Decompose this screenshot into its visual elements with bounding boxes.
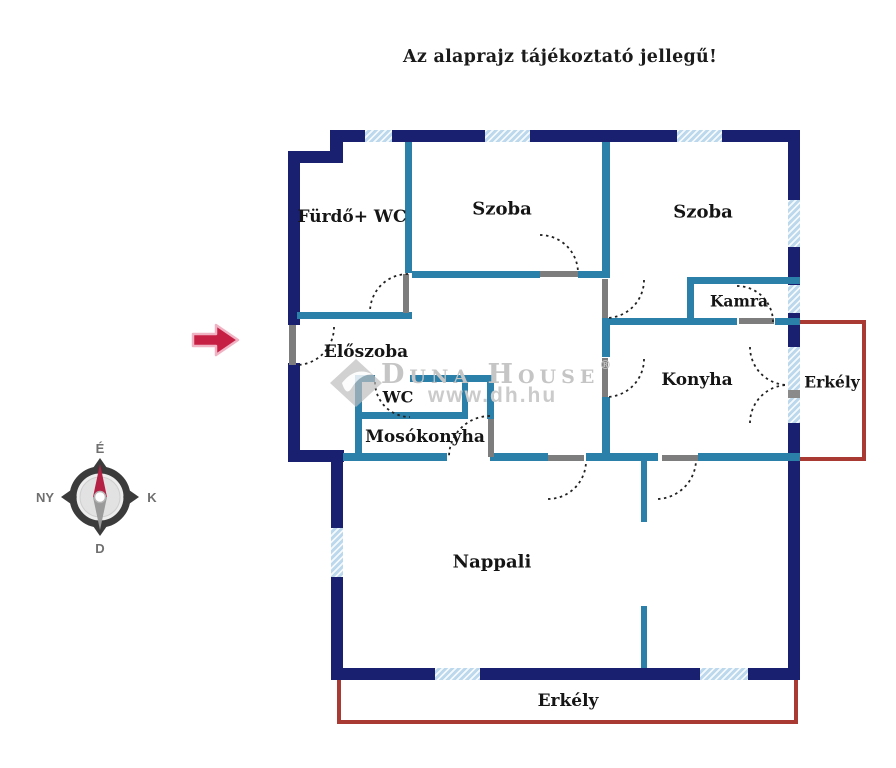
room-label-erkely-bottom: Erkély [537,691,599,711]
wall-segment [288,450,344,462]
wall-segment [641,606,647,668]
compass-label-east: K [147,490,157,505]
compass-label-north: É [96,441,105,456]
door-arc [605,279,645,319]
wall-segment [297,312,412,319]
watermark-registered-icon: ® [599,358,612,372]
balcony-outline [337,720,798,724]
door-arc [749,384,789,424]
watermark-logo [330,359,382,407]
wall-segment [487,375,494,419]
window [435,668,480,680]
wall-segment [288,363,300,462]
door-arc [605,358,645,398]
wall-segment [578,271,604,278]
wall-segment [462,380,468,417]
room-label-konyha: Konyha [661,370,733,390]
window [788,398,800,423]
door-leaf [488,419,494,457]
room-label-wc: WC [382,387,414,407]
door-leaf [403,274,409,313]
wall-segment [602,142,610,278]
room-label-nappali: Nappali [452,551,532,573]
watermark-brand: Duna House® [381,358,611,390]
wall-segment [331,577,343,680]
room-label-mosokonyha: Mosókonyha [365,427,485,447]
wall-segment [331,450,343,528]
wall-segment [775,318,800,325]
wall-segment [722,130,800,142]
balcony-outline [337,680,341,724]
compass-label-west: NY [36,490,54,505]
compass-rose: É D K NY [36,441,157,556]
wall-segment [602,318,610,357]
watermark-url: www.dh.hu [428,384,558,407]
wall-segment [687,277,800,284]
wall-segment [288,151,300,325]
door-leaf [662,455,698,461]
wall-segment [788,130,800,200]
door-leaf [548,455,584,461]
window [331,528,343,577]
door-arc [539,234,579,274]
room-label-eloszoba: Előszoba [323,342,409,362]
room-label-szoba-left: Szoba [472,198,532,220]
wall-segment [405,142,412,273]
door-arc [547,460,587,500]
wall-segment [412,271,540,278]
window [365,130,392,142]
door-leaf [602,358,608,397]
wall-segment [586,453,658,461]
wall-segment [288,151,343,163]
wall-segment [355,375,362,460]
balcony-outline [798,320,866,324]
door-leaf [289,325,296,365]
window [788,200,800,247]
room-label-furdo-wc: Fürdő+ WC [297,207,407,227]
wall-segment [788,247,800,285]
window [788,347,800,390]
wall-segment [788,423,800,680]
room-label-kamra: Kamra [709,291,769,311]
window [677,130,722,142]
wall-segment [343,453,447,461]
wall-segment [392,130,485,142]
balcony-door-divider [788,390,800,398]
plan-title: Az alaprajz tájékoztató jellegű! [402,47,718,67]
compass-needle [93,464,107,530]
wall-segment [748,668,800,680]
window [485,130,530,142]
watermark-brand-text: Duna House [381,359,600,390]
door-arc [295,326,335,366]
window [700,668,748,680]
door-arc [657,460,697,500]
wall-segment [331,668,435,680]
wall-segment [641,461,647,522]
door-arc [448,415,491,458]
wall-segment [490,453,548,461]
door-leaf [540,271,578,277]
door-arc [749,346,789,386]
balcony-outline [794,680,798,724]
door-arc [736,285,774,323]
entrance-arrow-icon [191,323,240,357]
wall-segment [355,412,468,419]
wall-segment [602,397,610,453]
door-arc [369,273,409,313]
wall-segment [480,668,700,680]
door-leaf [739,318,774,324]
room-label-erkely-right: Erkély [804,372,860,392]
wall-segment [530,130,677,142]
wall-segment [610,318,737,325]
balcony-outline [862,320,866,461]
wall-segment [698,453,800,461]
balcony-outline [798,457,866,461]
room-label-szoba-right: Szoba [673,201,733,223]
wall-segment [410,375,493,382]
compass-label-south: D [95,541,104,556]
wall-segment [687,277,694,325]
door-leaf [602,279,608,318]
window [788,285,800,313]
